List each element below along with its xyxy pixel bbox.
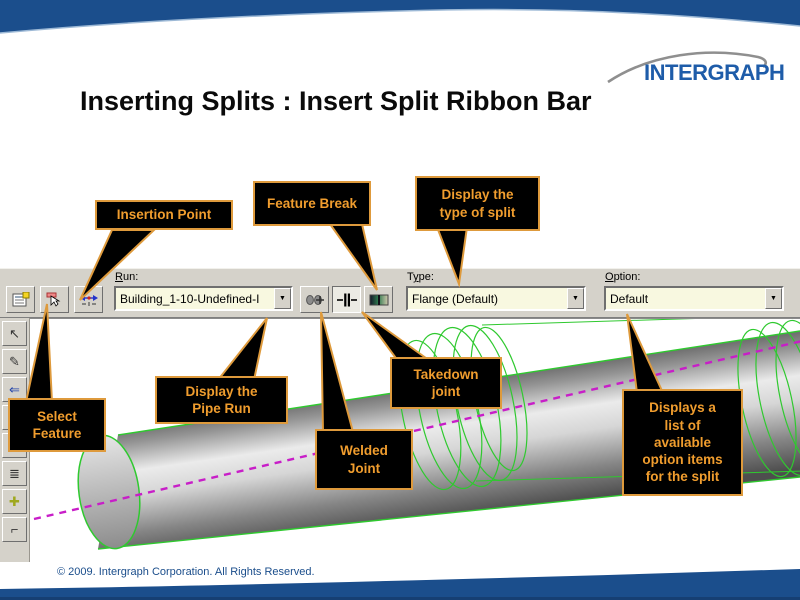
option-combobox[interactable]: Default ▼ (604, 286, 784, 311)
select-cursor-icon: ↖ (9, 325, 20, 341)
callout-insertion-point: Insertion Point (95, 200, 233, 230)
callout-display-pipe-run: Display the Pipe Run (155, 376, 288, 424)
toolbar-button-insulation[interactable]: ≣ (2, 461, 27, 486)
copyright-text: © 2009. Intergraph Corporation. All Righ… (57, 566, 315, 578)
type-dropdown-arrow-icon[interactable]: ▼ (567, 288, 584, 309)
pipe-centerline-dashed (33, 340, 800, 521)
takedown-joint-split-button[interactable] (364, 286, 393, 313)
weld-joint-break-icon (336, 293, 357, 306)
insulation-stack-icon: ≣ (9, 465, 20, 481)
flange-split-button-disabled[interactable] (300, 286, 329, 313)
toolbar-button-support[interactable]: ⌐ (2, 517, 27, 542)
run-dropdown-arrow-icon[interactable]: ▼ (274, 288, 291, 309)
properties-icon (12, 291, 29, 306)
callout-displays-options: Displays a list of available option item… (622, 389, 743, 496)
callout-welded-joint: Welded Joint (315, 429, 413, 490)
insert-split-ribbon-bar: Run: Building_1-10-Undefined-I ▼ (0, 268, 800, 319)
type-label-post: pe: (418, 271, 434, 283)
insert-branch-icon: ⇐ (9, 381, 20, 397)
toolbar-button-select[interactable]: ↖ (2, 321, 27, 346)
callout-feature-break: Feature Break (253, 181, 371, 226)
takedown-joint-icon (369, 294, 388, 305)
intergraph-logo: INTERGRAPH (600, 46, 792, 90)
option-label-post: ption: (613, 271, 641, 283)
support-icon: ⌐ (10, 522, 19, 537)
type-label-pre: T (407, 271, 414, 283)
equipment-icon: ✚ (9, 493, 20, 509)
run-combobox-value: Building_1-10-Undefined-I (120, 291, 260, 306)
run-label-post: un: (122, 271, 139, 283)
logo-wordmark: INTERGRAPH (644, 60, 785, 85)
type-combobox-value: Flange (Default) (412, 291, 499, 306)
option-label: Option: (605, 271, 640, 283)
callout-takedown-joint: Takedown joint (390, 357, 502, 409)
insertion-point-button[interactable] (74, 286, 103, 313)
run-label-accel: R (115, 271, 123, 283)
type-label: Type: (407, 271, 434, 283)
properties-button[interactable] (6, 286, 35, 313)
logo-swoosh-icon (607, 51, 768, 84)
select-split-location-button[interactable] (40, 286, 69, 313)
type-combobox[interactable]: Flange (Default) ▼ (406, 286, 586, 311)
flange-split-icon (305, 294, 324, 305)
callout-select-feature: Select Feature (8, 398, 106, 452)
option-dropdown-arrow-icon[interactable]: ▼ (765, 288, 782, 309)
callout-display-type: Display the type of split (415, 176, 540, 231)
welded-joint-split-button[interactable] (332, 286, 361, 313)
type-label-accel: y (413, 271, 419, 283)
toolbar-button-equipment[interactable]: ✚ (2, 489, 27, 514)
run-label: Run: (115, 271, 138, 283)
toolbar-button-route[interactable]: ✎ (2, 349, 27, 374)
page-title: Inserting Splits : Insert Split Ribbon B… (80, 86, 592, 116)
insertion-point-icon (79, 294, 98, 306)
top-banner-swoosh (0, 0, 800, 34)
option-combobox-value: Default (610, 291, 649, 306)
option-label-accel: O (605, 271, 614, 283)
run-combobox[interactable]: Building_1-10-Undefined-I ▼ (114, 286, 293, 311)
select-feature-icon (46, 292, 60, 307)
route-pen-icon: ✎ (9, 353, 20, 369)
